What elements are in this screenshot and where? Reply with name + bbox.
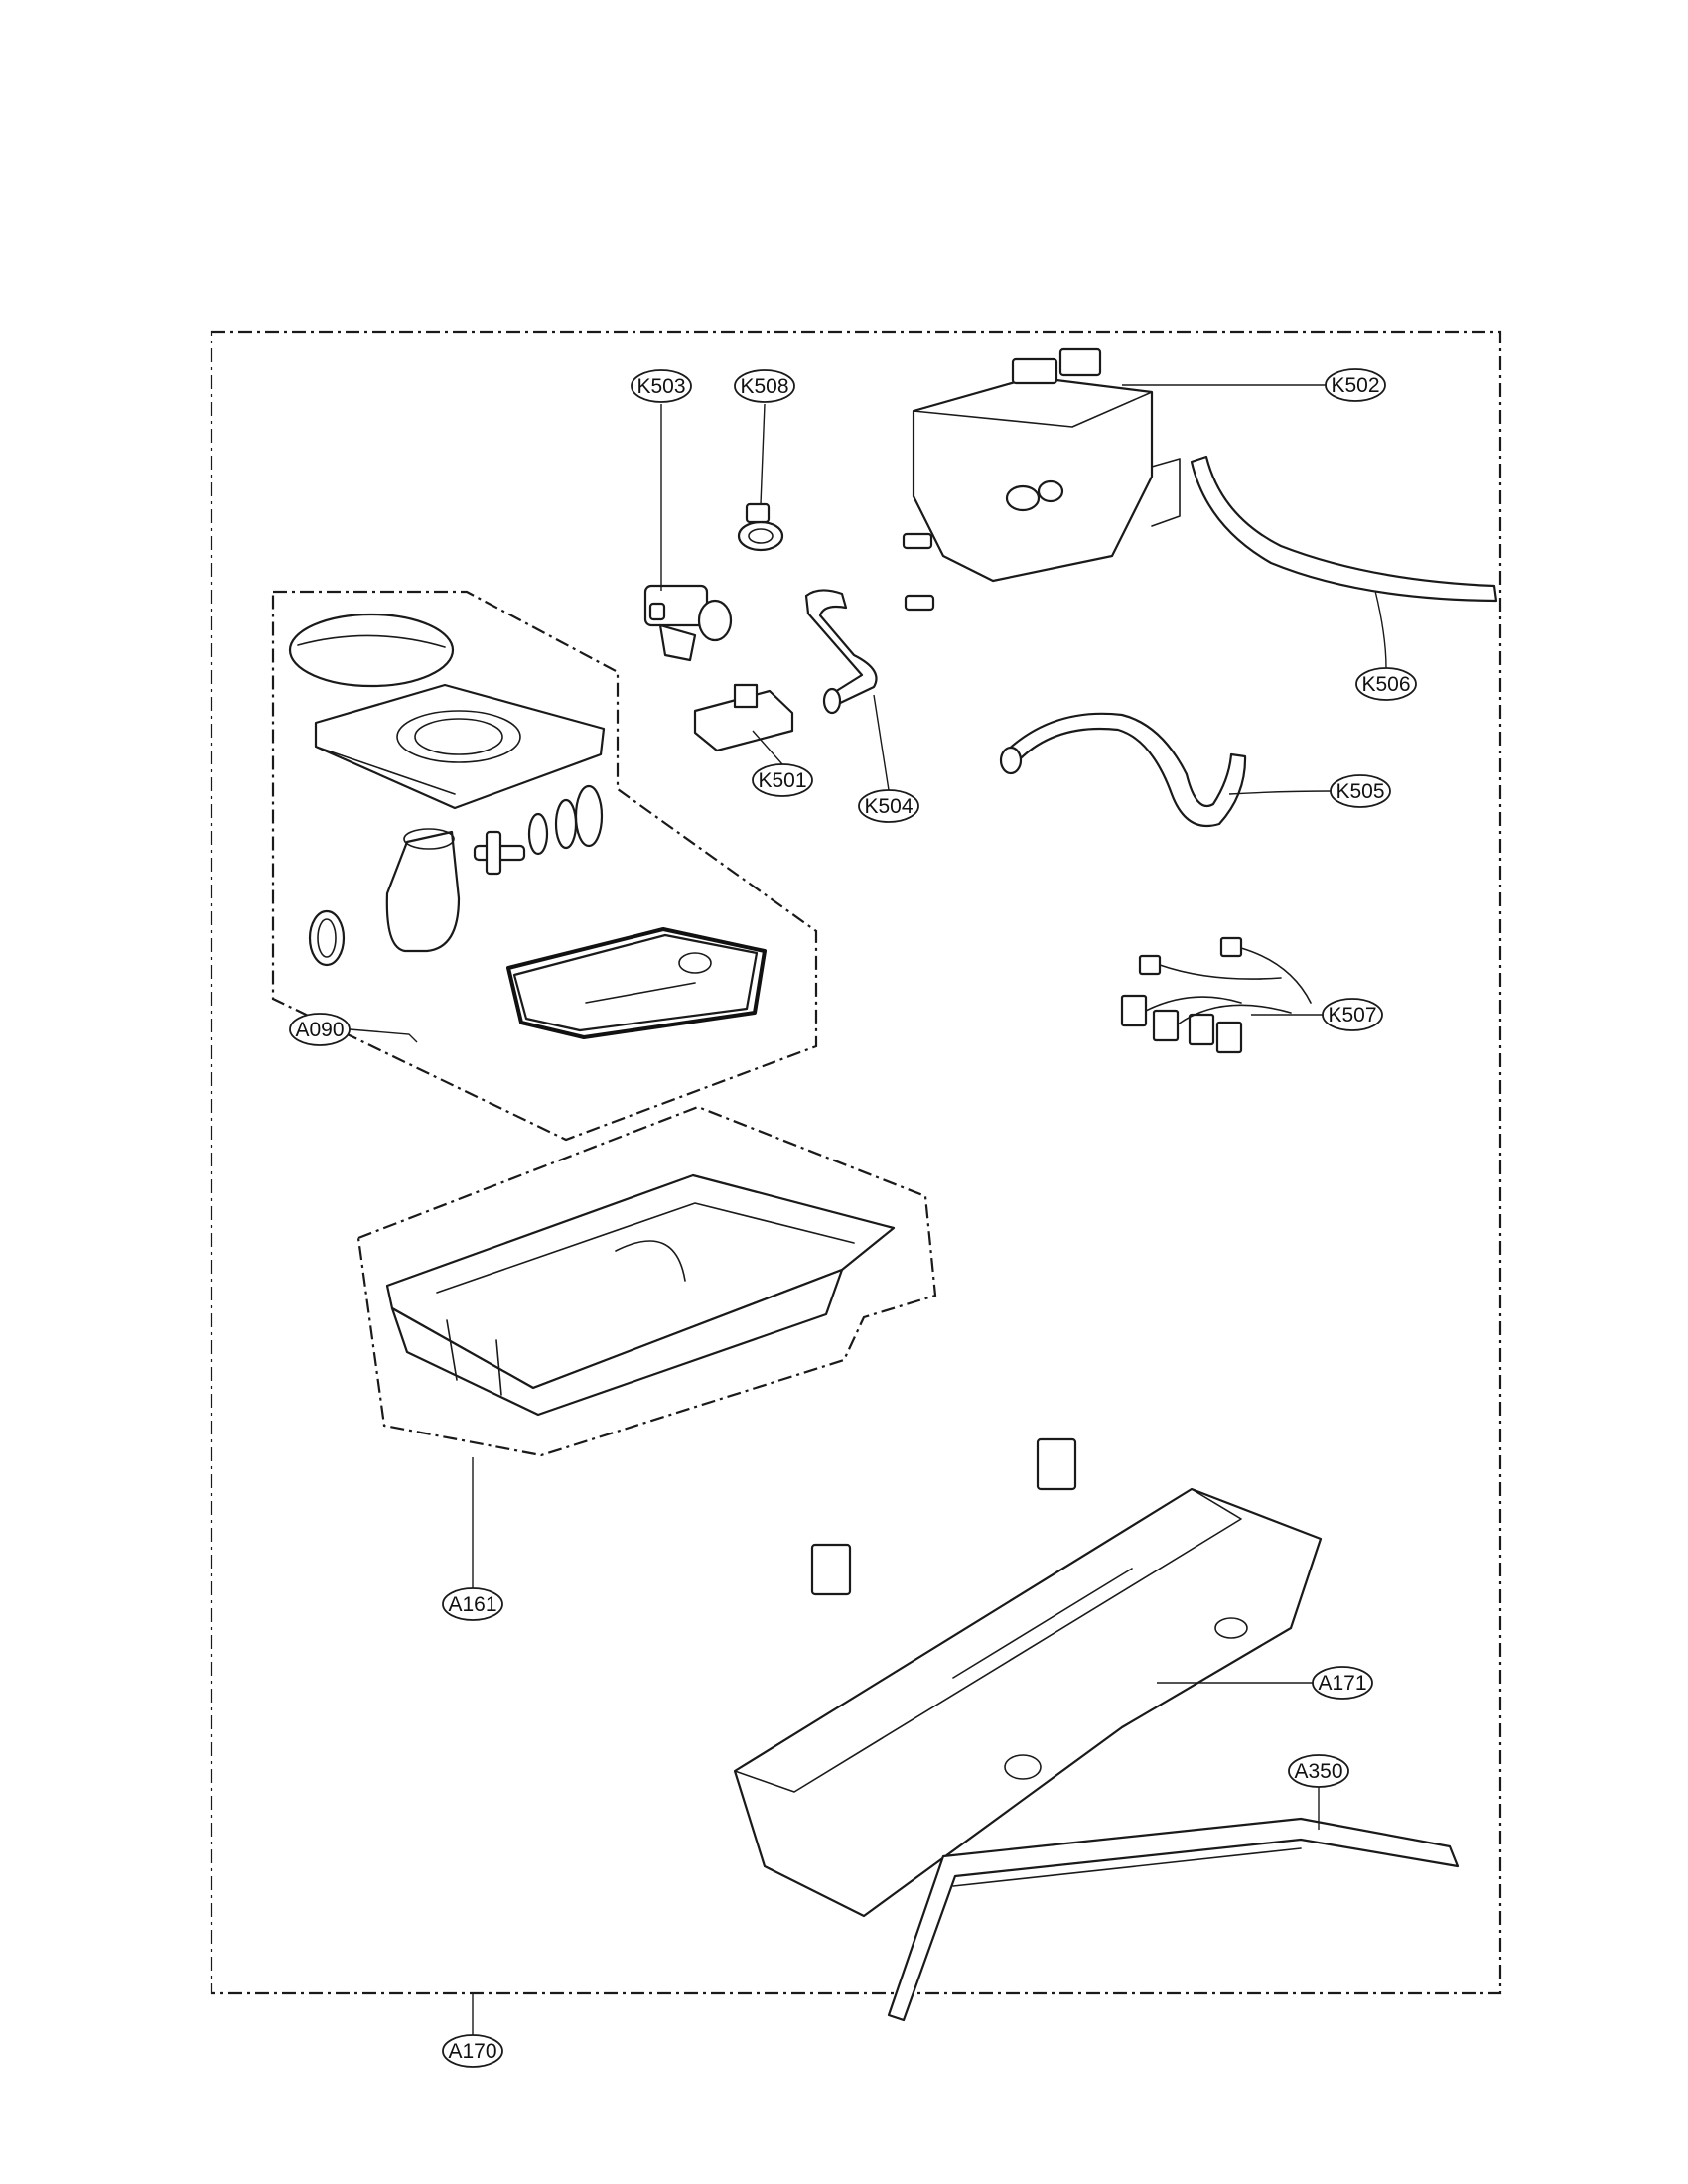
subassembly-boundary-a090	[271, 590, 818, 1142]
part-k501-bracket	[693, 683, 794, 752]
callout-k501[interactable]: K501	[752, 763, 813, 797]
label-a090: A090	[295, 1019, 344, 1041]
label-a350: A350	[1294, 1760, 1342, 1783]
part-a350-bracket	[887, 1817, 1460, 2022]
label-k507: K507	[1328, 1004, 1376, 1026]
label-k501: K501	[758, 769, 806, 792]
callout-k506[interactable]: K506	[1355, 667, 1417, 701]
label-k504: K504	[864, 795, 913, 818]
subassembly-boundary-a161	[356, 1105, 937, 1457]
callout-k507[interactable]: K507	[1322, 998, 1383, 1031]
callout-k503[interactable]: K503	[631, 369, 692, 403]
part-k507-wire-harness	[1120, 936, 1312, 1054]
part-a090-elbow	[385, 828, 461, 953]
label-a170: A170	[448, 2040, 496, 2063]
part-k505-hose	[999, 712, 1247, 828]
part-k504-hose	[804, 589, 878, 715]
part-a090-ring	[308, 909, 346, 967]
label-k502: K502	[1331, 374, 1379, 397]
part-k502-heater-tank	[902, 347, 1181, 612]
part-a090-cover-plate	[314, 683, 606, 810]
label-a171: A171	[1318, 1672, 1366, 1695]
callout-a350[interactable]: A350	[1288, 1754, 1349, 1788]
part-a090-fitting	[473, 830, 526, 876]
part-a171-housing	[733, 1487, 1323, 1918]
callout-a090[interactable]: A090	[289, 1013, 351, 1046]
label-k503: K503	[636, 375, 685, 398]
part-a090-seal-rings	[527, 784, 604, 856]
callout-a171[interactable]: A171	[1312, 1666, 1373, 1700]
part-k506-hose	[1190, 455, 1498, 603]
leader-lines	[349, 384, 1387, 2035]
part-a171-tab-right	[1036, 1437, 1077, 1491]
part-k503-valve	[643, 584, 733, 662]
part-a090-lid	[288, 613, 455, 688]
label-k508: K508	[740, 375, 788, 398]
label-k506: K506	[1361, 673, 1410, 696]
callout-k505[interactable]: K505	[1330, 774, 1391, 808]
part-a090-tray	[506, 927, 767, 1039]
assembly-boundary-a170	[210, 330, 1502, 1995]
callout-a170[interactable]: A170	[442, 2034, 503, 2068]
part-a161-tub	[385, 1173, 896, 1417]
callout-k502[interactable]: K502	[1325, 368, 1386, 402]
callout-a161[interactable]: A161	[442, 1587, 503, 1621]
part-k508-clamp	[737, 502, 784, 552]
callout-k504[interactable]: K504	[858, 789, 919, 823]
label-k505: K505	[1336, 780, 1384, 803]
label-a161: A161	[448, 1593, 496, 1616]
part-a171-tab-left	[810, 1543, 852, 1596]
callout-k508[interactable]: K508	[734, 369, 795, 403]
